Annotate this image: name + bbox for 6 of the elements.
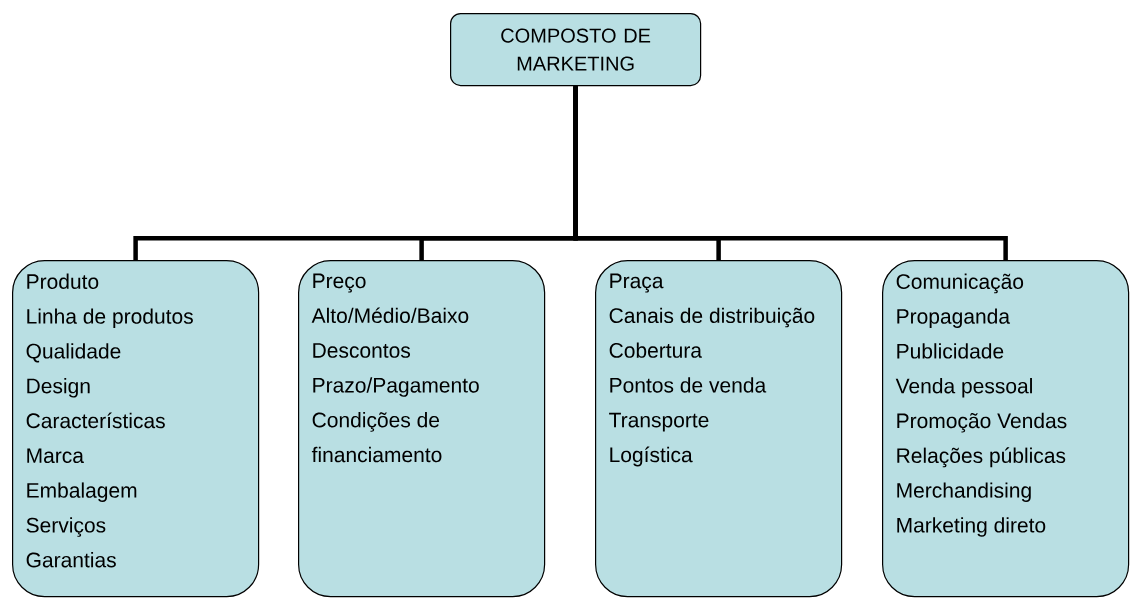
category-box: Comunicação Propaganda Publicidade Venda pessoal Promoção Vendas Relações públicas Merchandising Marketing direto: [882, 260, 1130, 598]
category-box: Praça Canais de distribuição Cobertura Pontos de venda Transporte Logística: [595, 260, 843, 598]
category-box: Produto Linha de produtos Qualidade Design Características Marca Embalagem Serviços Garantias: [12, 260, 260, 598]
title-box: COMPOSTO DE MARKETING: [450, 13, 702, 87]
category-box: Preço Alto/Médio/Baixo Descontos Prazo/Pagamento Condições de financiamento: [298, 260, 546, 598]
connector-line: [573, 86, 1008, 260]
